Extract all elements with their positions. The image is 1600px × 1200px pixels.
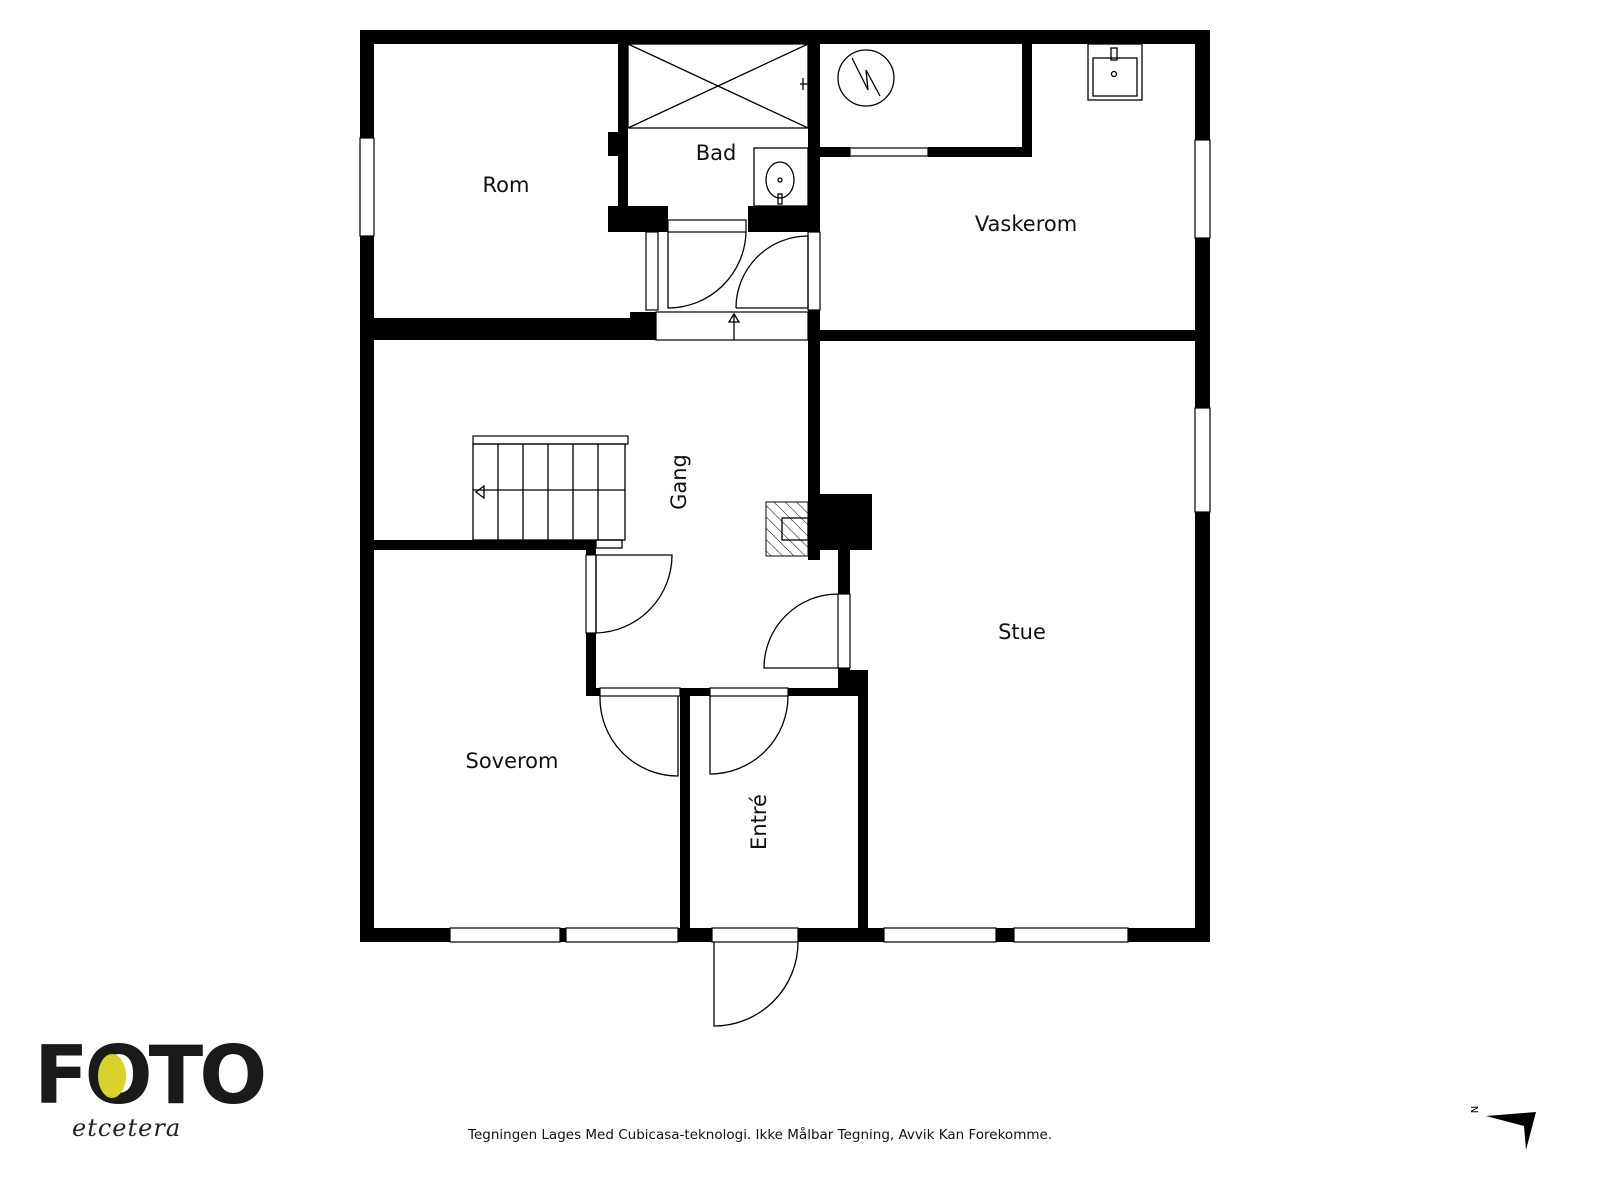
logo-tagline: etcetera — [72, 1114, 182, 1142]
north-arrow-icon: N — [1468, 1104, 1540, 1156]
room-label-soverom: Soverom — [465, 749, 558, 773]
room-label-rom: Rom — [483, 173, 530, 197]
outer-walls — [360, 30, 1210, 942]
logo-yellow-dot — [98, 1054, 126, 1098]
disclaimer-text: Tegningen Lages Med Cubicasa-teknologi. … — [468, 1127, 1053, 1143]
openings — [359, 137, 1211, 943]
logo-wordmark: FOTO — [34, 1029, 267, 1122]
doors — [595, 231, 839, 1027]
stairs — [472, 435, 629, 549]
shower — [627, 43, 809, 129]
compass-arrow — [1486, 1112, 1536, 1150]
room-label-entre: Entré — [747, 794, 771, 850]
water-heater — [837, 49, 895, 107]
bathroom-sink — [753, 147, 809, 207]
room-label-gang: Gang — [667, 454, 691, 510]
room-label-vaskerom: Vaskerom — [975, 212, 1077, 236]
room-label-bad: Bad — [696, 141, 737, 165]
laundry-sink — [1087, 43, 1143, 101]
room-label-stue: Stue — [998, 620, 1046, 644]
foto-etcetera-logo: FOTO etcetera — [34, 1029, 274, 1148]
fireplace — [765, 501, 809, 557]
